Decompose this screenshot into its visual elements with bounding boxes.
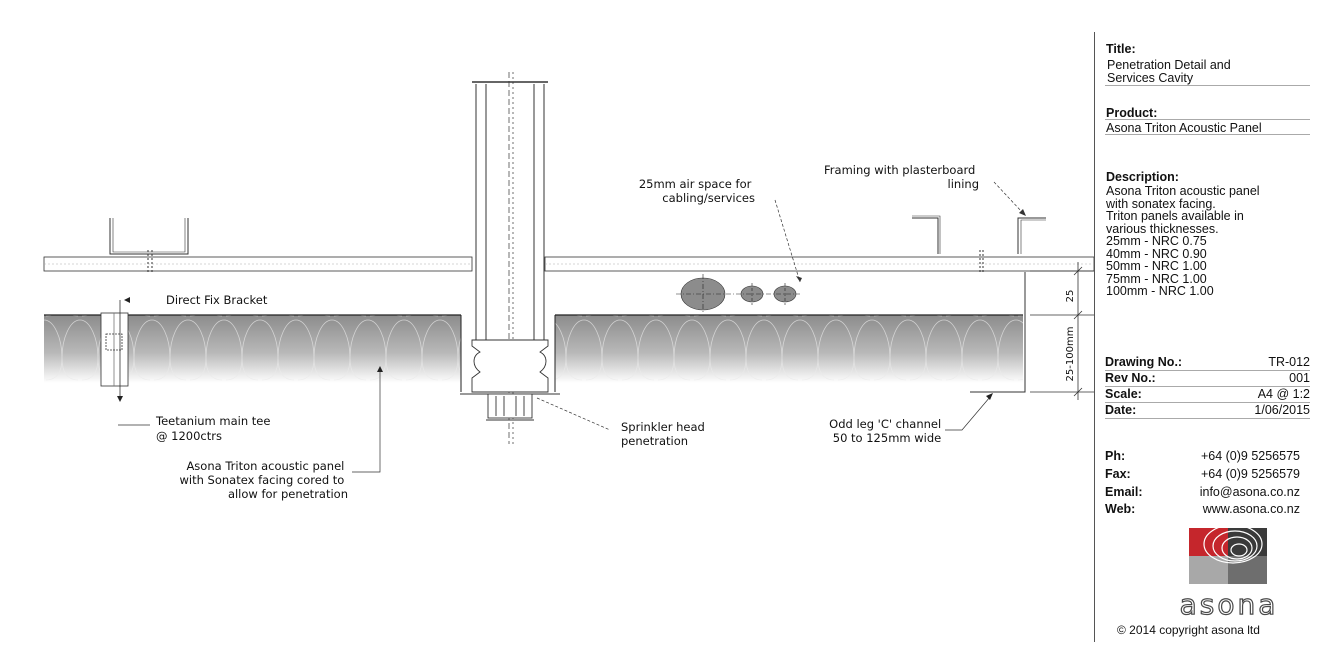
description-line-6: 40mm - NRC 0.90 [1106, 247, 1207, 261]
annotation-framing: Framing with plasterboard lining [824, 163, 979, 191]
acoustic-panel-right [554, 314, 1023, 392]
copyright: © 2014 copyright asona ltd [1117, 623, 1260, 637]
annotation-main-tee: Teetanium main tee @ 1200ctrs [155, 414, 274, 443]
annotation-acoustic-panel: Asona Triton acoustic panel with Sonatex… [180, 459, 349, 501]
c-channel [970, 272, 1026, 393]
main-tee [100, 300, 129, 398]
email-label: Email: [1105, 485, 1143, 499]
phone-value: +64 (0)9 5256575 [1200, 449, 1300, 463]
title-line-2: Services Cavity [1107, 71, 1194, 85]
revision-row: Rev No.: 001 [1105, 371, 1310, 387]
title-line-1: Penetration Detail and [1107, 58, 1231, 72]
description-line-8: 75mm - NRC 1.00 [1106, 272, 1207, 286]
dimension-25: 25 [1065, 290, 1076, 303]
phone-label: Ph: [1105, 449, 1126, 463]
revision-label: Rev No.: [1105, 371, 1156, 385]
fax-label: Fax: [1105, 467, 1131, 481]
description-line-4: various thicknesses. [1106, 222, 1219, 236]
web-row: Web: www.asona.co.nz [1105, 502, 1300, 518]
revision-value: 001 [1289, 371, 1310, 385]
dimensions [1030, 262, 1094, 400]
product-name: Asona Triton Acoustic Panel [1106, 121, 1262, 135]
web-value[interactable]: www.asona.co.nz [1202, 502, 1300, 516]
asona-logo-mark [1189, 528, 1267, 584]
date-row: Date: 1/06/2015 [1105, 403, 1310, 419]
penetration-detail-drawing: 25 25-100mm 25mm air space for cabling/s… [43, 72, 1094, 501]
asona-wordmark: asona [1179, 590, 1279, 620]
description-label: Description: [1106, 170, 1179, 184]
fax-value: +64 (0)9 5256579 [1200, 467, 1300, 481]
scale-label: Scale: [1105, 387, 1142, 401]
product-underline [1105, 134, 1310, 135]
web-label: Web: [1105, 502, 1136, 516]
title-block: Title: Penetration Detail and Services C… [1094, 32, 1344, 642]
leader-lines [117, 181, 1026, 473]
services-cables [676, 274, 800, 314]
description-line-5: 25mm - NRC 0.75 [1106, 234, 1207, 248]
product-label-underline [1105, 119, 1310, 120]
dimension-25-100mm: 25-100mm [1065, 327, 1076, 382]
sprinkler-head [460, 339, 560, 421]
product-label: Product: [1106, 106, 1158, 120]
description-line-9: 100mm - NRC 1.00 [1106, 284, 1214, 298]
description-line-7: 50mm - NRC 1.00 [1106, 259, 1207, 273]
annotation-c-channel: Odd leg 'C' channel 50 to 125mm wide [829, 417, 945, 445]
asona-wordmark-text: asona [1180, 590, 1279, 620]
scale-row: Scale: A4 @ 1:2 [1105, 387, 1310, 403]
title-label: Title: [1106, 42, 1136, 56]
plasterboard-lining [43, 256, 1094, 272]
phone-row: Ph: +64 (0)9 5256575 [1105, 449, 1300, 465]
fax-row: Fax: +64 (0)9 5256579 [1105, 467, 1300, 483]
date-value: 1/06/2015 [1254, 403, 1310, 417]
annotation-sprinkler-head: Sprinkler head penetration [621, 420, 709, 448]
email-row: Email: info@asona.co.nz [1105, 485, 1300, 501]
date-label: Date: [1105, 403, 1137, 417]
drawing-number-label: Drawing No.: [1105, 355, 1183, 369]
description-line-1: Asona Triton acoustic panel [1106, 184, 1260, 198]
framing-studs [109, 215, 1046, 272]
drawing-number-value: TR-012 [1268, 355, 1310, 369]
annotation-direct-fix-bracket: Direct Fix Bracket [166, 293, 268, 307]
email-value[interactable]: info@asona.co.nz [1199, 485, 1300, 499]
scale-value: A4 @ 1:2 [1257, 387, 1310, 401]
annotation-air-space: 25mm air space for cabling/services [639, 177, 755, 205]
drawing-number-row: Drawing No.: TR-012 [1105, 355, 1310, 371]
description-line-2: with sonatex facing. [1106, 197, 1216, 211]
description-line-3: Triton panels available in [1106, 209, 1244, 223]
title-underline [1105, 85, 1310, 86]
